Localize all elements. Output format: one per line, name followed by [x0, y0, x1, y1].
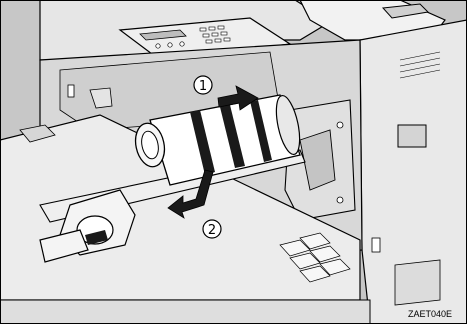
step-1-badge: 1 [194, 76, 212, 94]
panel-key [156, 44, 160, 48]
step-2-number: 2 [208, 223, 216, 238]
lower-cabinet [0, 300, 370, 324]
side-latch [372, 238, 380, 252]
figure-code-label: ZAET040E [408, 309, 452, 319]
side-lower-panel [395, 260, 440, 305]
panel-key [180, 42, 184, 46]
step-1-number: 1 [199, 79, 207, 94]
step-2-badge: 2 [203, 220, 221, 238]
panel-key [168, 43, 172, 47]
holder-screw [337, 197, 343, 203]
inner-slot [68, 85, 74, 97]
holder-screw [337, 122, 343, 128]
side-handle [398, 125, 426, 147]
